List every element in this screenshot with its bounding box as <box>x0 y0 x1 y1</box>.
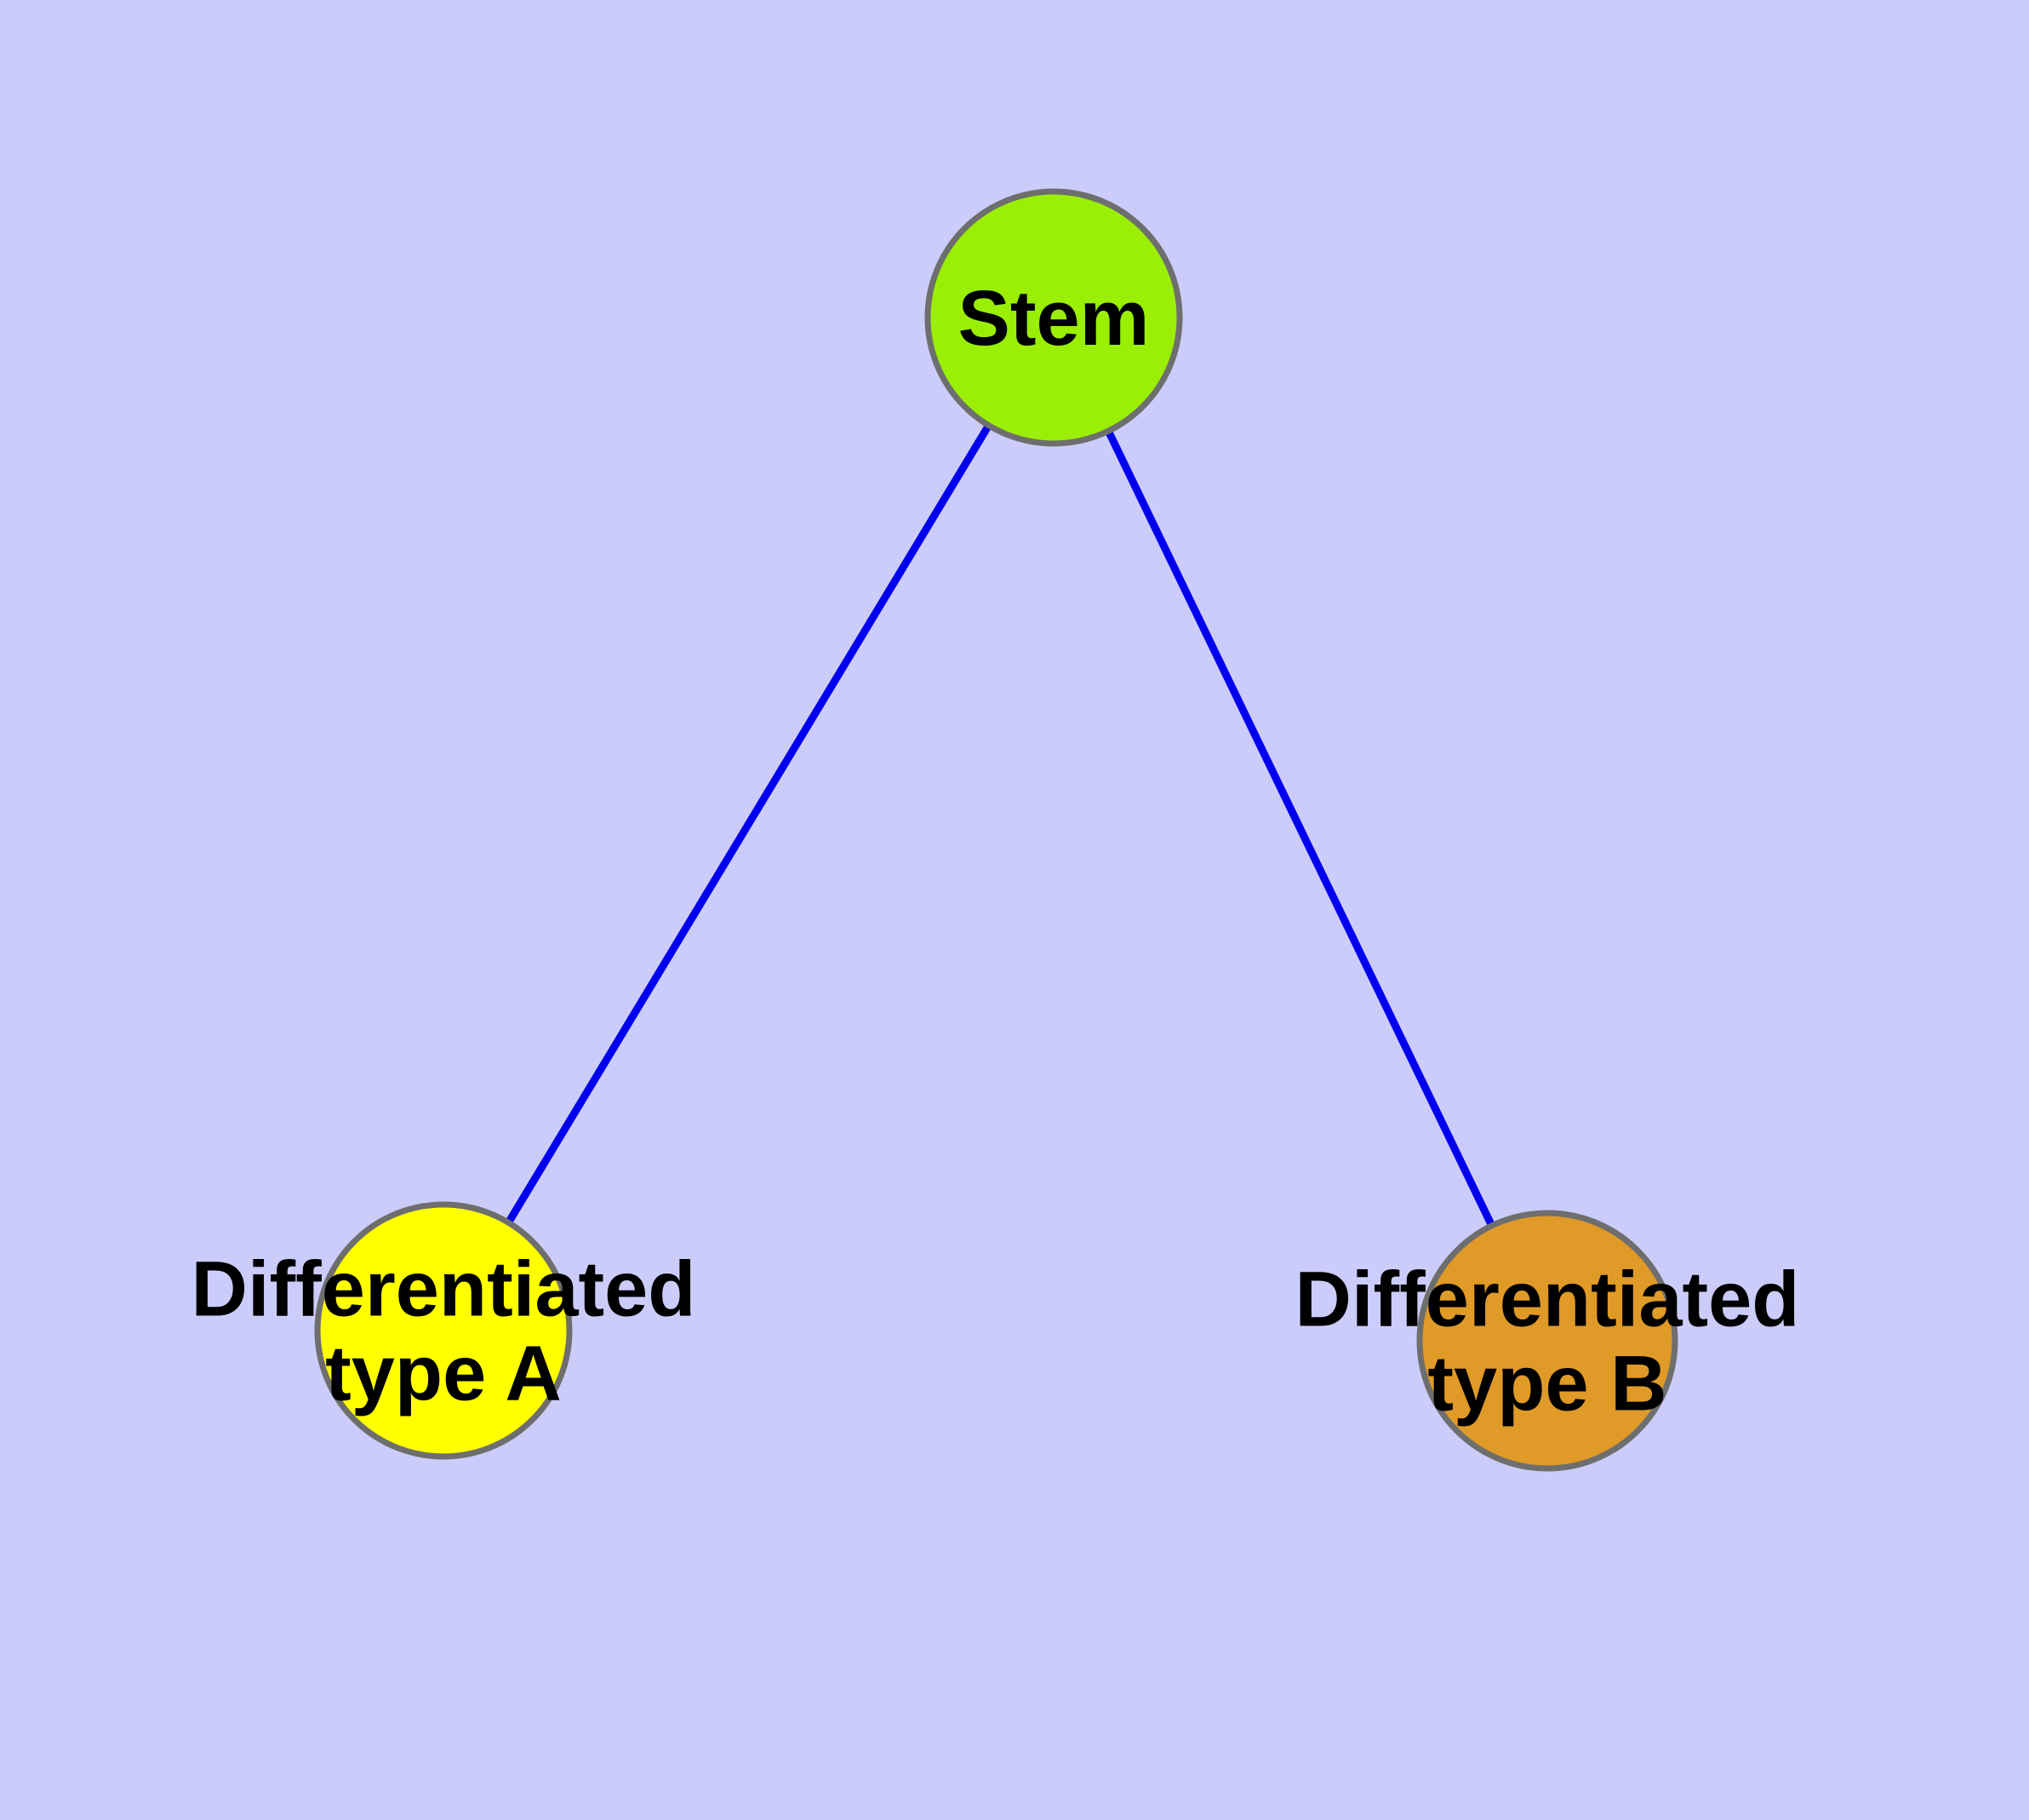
edge-stem-to-differentiated-type-b[interactable] <box>1103 426 1497 1231</box>
label-layer: Stem Differentiated type A Differentiate… <box>191 275 1800 1428</box>
node-label-differentiated-type-a-line2: type A <box>325 1331 562 1417</box>
node-label-differentiated-type-b-line2: type B <box>1427 1341 1666 1428</box>
edge-layer <box>503 421 1497 1231</box>
node-circle-stem[interactable] <box>924 188 1183 447</box>
edge-stem-to-differentiated-type-a[interactable] <box>503 421 994 1228</box>
node-layer <box>314 188 1678 1472</box>
node-circle-differentiated-type-a[interactable] <box>314 1201 573 1460</box>
node-circle-differentiated-type-b[interactable] <box>1416 1210 1678 1472</box>
node-label-differentiated-type-a-line1: Differentiated <box>191 1246 696 1333</box>
node-label-stem: Stem <box>958 275 1150 362</box>
node-label-differentiated-type-b-line1: Differentiated <box>1295 1256 1800 1343</box>
